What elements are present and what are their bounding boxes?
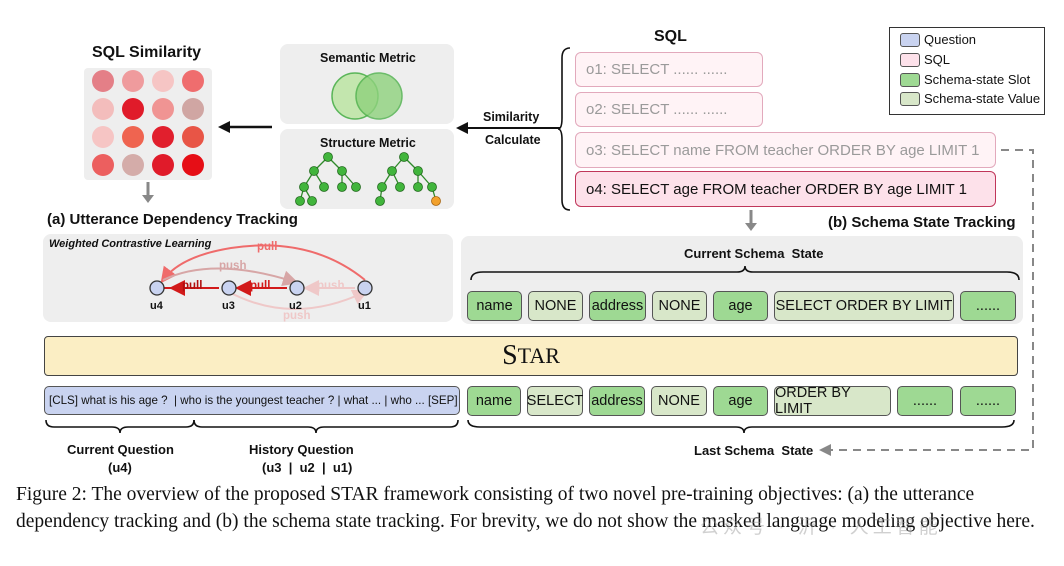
last-slot: age — [713, 386, 768, 416]
similarity-dot — [152, 98, 174, 120]
last-slot: name — [467, 386, 521, 416]
history-question-title: History Question — [249, 442, 354, 457]
figure-caption: Figure 2: The overview of the proposed S… — [16, 484, 1035, 532]
legend-item-sql: SQL — [900, 52, 950, 67]
star-rest: TAR — [517, 343, 560, 368]
legend-label: Schema-state Slot — [924, 72, 1031, 87]
similarity-dot — [182, 98, 204, 120]
pull-label: pull — [182, 280, 203, 292]
dependency-graph — [149, 244, 373, 310]
current-question-title: Current Question — [67, 442, 174, 457]
legend-label: Schema-state Value — [924, 91, 1041, 106]
node-u1 — [357, 280, 373, 296]
legend-item-value: Schema-state Value — [900, 91, 1040, 106]
last-value: SELECT — [527, 386, 583, 416]
left-arrow-icon — [218, 121, 272, 133]
tree-icon — [295, 152, 441, 206]
utterance-tracking-title: (a) Utterance Dependency Tracking — [47, 211, 298, 228]
bottom-braces — [45, 419, 1015, 434]
node-label-u3: u3 — [222, 300, 235, 312]
last-value: NONE — [651, 386, 707, 416]
down-arrow-icon — [745, 210, 757, 231]
similarity-dot — [122, 70, 144, 92]
push-label: push — [317, 280, 345, 292]
down-arrow-icon — [142, 182, 154, 203]
node-label-u4: u4 — [150, 300, 163, 312]
pull-label: pull — [250, 280, 271, 292]
push-label: push — [219, 260, 247, 272]
sql-item: o2: SELECT ...... ...... — [575, 92, 763, 127]
similarity-dot — [122, 154, 144, 176]
similarity-dot — [152, 70, 174, 92]
node-label-u1: u1 — [358, 300, 371, 312]
node-u3 — [221, 280, 237, 296]
schema-tracking-title: (b) Schema State Tracking — [828, 214, 1016, 231]
similarity-label: Similarity — [483, 110, 540, 124]
similarity-dot — [182, 70, 204, 92]
history-question-sub: (u3 | u2 | u1) — [262, 460, 353, 475]
venn-icon — [331, 72, 403, 120]
last-slot: address — [589, 386, 645, 416]
current-schema-title: Current Schema State — [684, 246, 824, 261]
current-slot: age — [713, 291, 768, 321]
similarity-dot — [92, 154, 114, 176]
semantic-metric-title: Semantic Metric — [320, 51, 416, 65]
similarity-dot — [152, 126, 174, 148]
current-slot: address — [589, 291, 646, 321]
contrastive-subtitle: Weighted Contrastive Learning — [49, 238, 212, 250]
similarity-matrix-dots — [92, 70, 204, 176]
legend-item-question: Question — [900, 32, 976, 47]
similarity-dot — [182, 126, 204, 148]
similarity-dot — [122, 126, 144, 148]
similarity-dot — [182, 154, 204, 176]
node-u2 — [289, 280, 305, 296]
sql-item: o1: SELECT ...... ...... — [575, 52, 763, 87]
sql-item: o3: SELECT name FROM teacher ORDER BY ag… — [575, 132, 996, 168]
current-question-sub: (u4) — [108, 460, 132, 475]
last-slot: ...... — [897, 386, 953, 416]
legend-item-slot: Schema-state Slot — [900, 72, 1030, 87]
calculate-label: Calculate — [485, 133, 541, 147]
legend-label: Question — [924, 32, 977, 47]
pull-label: pull — [257, 241, 278, 253]
node-label-u2: u2 — [289, 300, 302, 312]
similarity-dot — [92, 70, 114, 92]
current-value: NONE — [652, 291, 707, 321]
legend-label: SQL — [924, 52, 951, 67]
last-slot: ...... — [960, 386, 1016, 416]
similarity-dot — [152, 154, 174, 176]
current-slot: ...... — [960, 291, 1016, 321]
similarity-dot — [92, 98, 114, 120]
similarity-dot — [122, 98, 144, 120]
similarity-matrix — [84, 68, 212, 180]
sql-brace — [558, 47, 571, 211]
last-value: ORDER BY LIMIT — [774, 385, 891, 417]
structure-metric-panel: Structure Metric — [280, 129, 454, 209]
watermark: 公众号 · 沂 · 人工智能 — [700, 517, 942, 538]
current-schema-brace — [470, 266, 1020, 281]
last-schema-title: Last Schema State — [694, 443, 814, 458]
similarity-dot — [92, 126, 114, 148]
current-slot: name — [467, 291, 522, 321]
push-label: push — [283, 310, 311, 322]
node-u4 — [149, 280, 165, 296]
utterance-panel: Weighted Contrastive Learning pull push … — [43, 234, 453, 322]
question-input: [CLS] what is his age ? | who is the you… — [44, 386, 460, 415]
current-value: SELECT ORDER BY LIMIT — [774, 291, 954, 321]
current-value: NONE — [528, 291, 583, 321]
feedback-dashed-arrow — [819, 149, 1034, 456]
semantic-metric-panel: Semantic Metric — [280, 44, 454, 124]
sql-similarity-title: SQL Similarity — [92, 44, 202, 61]
sql-item-current: o4: SELECT age FROM teacher ORDER BY age… — [575, 171, 996, 207]
sql-title: SQL — [654, 28, 687, 45]
structure-metric-title: Structure Metric — [320, 136, 416, 150]
left-arrow-icon — [456, 122, 560, 134]
star-first-letter: S — [502, 340, 518, 371]
